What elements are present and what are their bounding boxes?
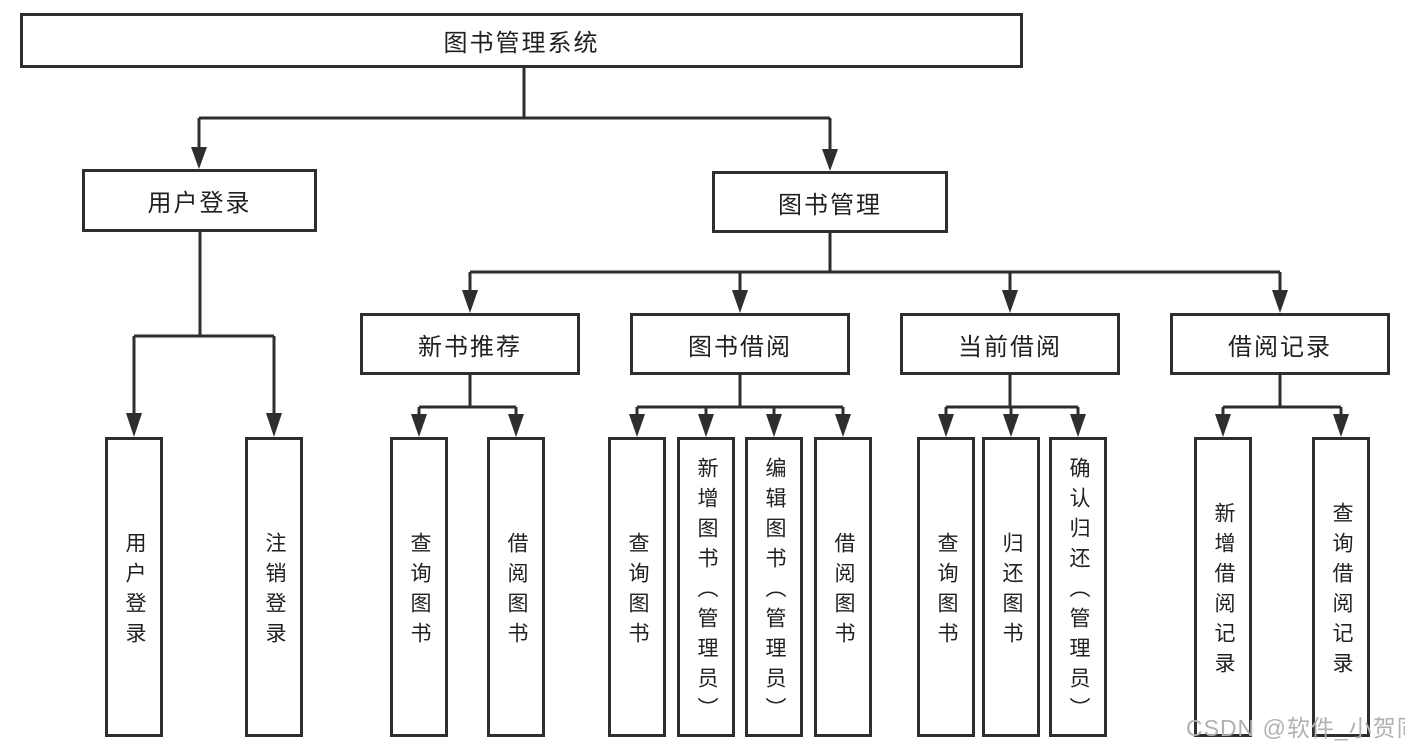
leaf-query-borrow-record-label: 查询借阅记录 bbox=[1330, 501, 1353, 682]
csdn-watermark: CSDN @软件_小贺同学 bbox=[1186, 715, 1405, 741]
node-current-borrow: 当前借阅 bbox=[900, 313, 1120, 375]
node-root-title: 图书管理系统 bbox=[20, 13, 1023, 68]
node-user-login: 用户登录 bbox=[82, 169, 317, 232]
book-management-label: 图书管理 bbox=[778, 191, 882, 219]
leaf-edit-book-admin-label: 编辑图书（管理员） bbox=[763, 456, 786, 727]
leaf-query-books-borrow-label: 查询图书 bbox=[626, 531, 649, 652]
leaf-query-books-borrow: 查询图书 bbox=[608, 437, 666, 737]
current-borrow-label: 当前借阅 bbox=[958, 333, 1062, 361]
book-borrow-label: 图书借阅 bbox=[688, 333, 792, 361]
leaf-edit-book-admin: 编辑图书（管理员） bbox=[745, 437, 803, 737]
leaf-logout-label: 注销登录 bbox=[263, 531, 286, 652]
leaf-return-book-label: 归还图书 bbox=[1000, 531, 1023, 652]
borrow-records-label: 借阅记录 bbox=[1228, 333, 1332, 361]
leaf-logout: 注销登录 bbox=[245, 437, 303, 737]
leaf-borrow-books-recommend: 借阅图书 bbox=[487, 437, 545, 737]
leaf-add-borrow-record-label: 新增借阅记录 bbox=[1212, 501, 1235, 682]
leaf-user-login-label: 用户登录 bbox=[123, 531, 146, 652]
leaf-borrow-books: 借阅图书 bbox=[814, 437, 872, 737]
leaf-query-borrow-record: 查询借阅记录 bbox=[1312, 437, 1370, 737]
leaf-confirm-return-admin: 确认归还（管理员） bbox=[1049, 437, 1107, 737]
leaf-query-books-current-label: 查询图书 bbox=[935, 531, 958, 652]
leaf-user-login: 用户登录 bbox=[105, 437, 163, 737]
leaf-borrow-books-recommend-label: 借阅图书 bbox=[505, 531, 528, 652]
leaf-add-book-admin-label: 新增图书（管理员） bbox=[695, 456, 718, 727]
leaf-add-borrow-record: 新增借阅记录 bbox=[1194, 437, 1252, 737]
leaf-return-book: 归还图书 bbox=[982, 437, 1040, 737]
leaf-add-book-admin: 新增图书（管理员） bbox=[677, 437, 735, 737]
leaf-query-books-recommend: 查询图书 bbox=[390, 437, 448, 737]
leaf-query-books-current: 查询图书 bbox=[917, 437, 975, 737]
leaf-query-books-recommend-label: 查询图书 bbox=[408, 531, 431, 652]
node-new-book-recommend: 新书推荐 bbox=[360, 313, 580, 375]
node-book-borrow: 图书借阅 bbox=[630, 313, 850, 375]
node-borrow-records: 借阅记录 bbox=[1170, 313, 1390, 375]
user-login-label: 用户登录 bbox=[147, 190, 252, 217]
leaf-borrow-books-label: 借阅图书 bbox=[832, 531, 855, 652]
root-title-label: 图书管理系统 bbox=[443, 30, 600, 57]
new-book-recommend-label: 新书推荐 bbox=[418, 333, 522, 361]
leaf-confirm-return-admin-label: 确认归还（管理员） bbox=[1067, 456, 1090, 727]
node-book-management: 图书管理 bbox=[712, 171, 948, 233]
